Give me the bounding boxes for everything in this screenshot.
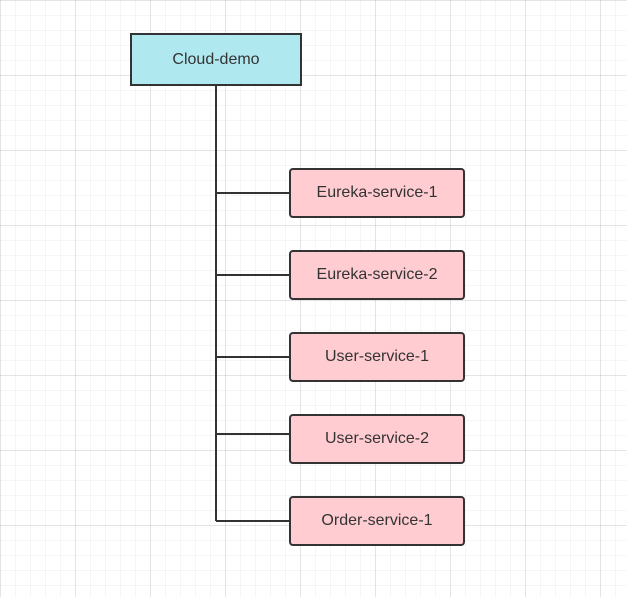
child-node-user-service-2[interactable]: User-service-2 — [289, 414, 465, 464]
root-node[interactable]: Cloud-demo — [130, 33, 302, 86]
child-node-label: User-service-1 — [324, 348, 429, 365]
child-node-label: Order-service-1 — [321, 512, 433, 529]
child-node-order-service-1[interactable]: Order-service-1 — [289, 496, 465, 546]
child-node-user-service-1[interactable]: User-service-1 — [289, 332, 465, 382]
root-node-label: Cloud-demo — [172, 50, 260, 68]
child-node-label: Eureka-service-1 — [316, 184, 438, 201]
child-node-label: User-service-2 — [324, 430, 429, 447]
child-node-label: Eureka-service-2 — [316, 266, 438, 283]
child-node-eureka-service-1[interactable]: Eureka-service-1 — [289, 168, 465, 218]
child-node-eureka-service-2[interactable]: Eureka-service-2 — [289, 250, 465, 300]
